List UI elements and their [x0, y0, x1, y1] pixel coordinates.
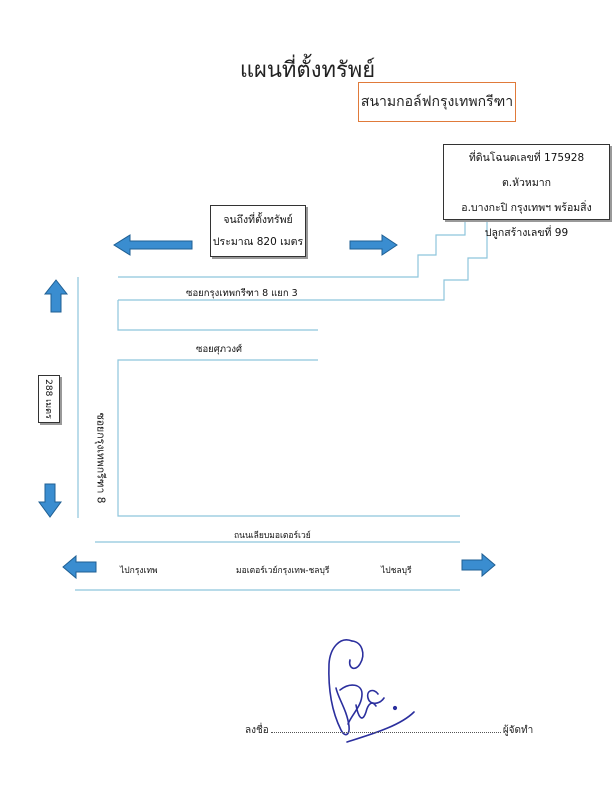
deed-line-1: ที่ดินโฉนดเลขที่ 175928 ต.หัวหมาก [468, 152, 585, 189]
distance-line-1: จนถึงที่ตั้งทรัพย์ [223, 214, 293, 226]
block-edge-a [117, 300, 318, 331]
soi-sukawong-edge [117, 359, 460, 517]
golf-course-label: สนามกอล์ฟกรุงเทพกรีฑา [358, 82, 516, 122]
arrow-down-left [38, 483, 62, 518]
distance-line-2: ประมาณ 820 เมตร [212, 236, 304, 248]
distance-box: จนถึงที่ตั้งทรัพย์ ประมาณ 820 เมตร [210, 205, 306, 257]
arrow-right-bottom [461, 552, 496, 578]
signature-mark [328, 639, 415, 743]
signature-line: ลงชื่อ ผู้จัดทำ [245, 722, 533, 738]
arrow-right-top [349, 234, 398, 256]
road-label-to-chonburi: ไปชลบุรี [381, 566, 412, 576]
arrow-left-bottom [62, 554, 97, 580]
page-title: แผนที่ตั้งทรัพย์ [239, 58, 376, 83]
upper-road-edge [118, 220, 466, 278]
property-deed-box: ที่ดินโฉนดเลขที่ 175928 ต.หัวหมาก อ.บางก… [443, 144, 610, 239]
road-lines [75, 220, 488, 591]
arrow-left-top [113, 234, 193, 256]
road-label-to-bangkok: ไปกรุงเทพ [120, 566, 158, 576]
road-label-frontage: ถนนเลียบมอเตอร์เวย์ [234, 531, 311, 541]
role-label: ผู้จัดทำ [502, 725, 534, 736]
deed-line-2: อ.บางกะปิ กรุงเทพฯ พร้อมสิ่ง [461, 202, 592, 214]
road-label-soi-sukawong: ซอยศุภวงศ์ [196, 344, 243, 355]
sign-label: ลงชื่อ [245, 725, 269, 736]
road-label-soi-8: ซอยกรุงเทพกรีฑา 8 [94, 412, 107, 504]
golf-course-text: สนามกอล์ฟกรุงเทพกรีฑา [360, 94, 514, 110]
road-label-motorway: มอเตอร์เวย์กรุงเทพ-ชลบุรี [236, 566, 330, 576]
length-box [38, 375, 60, 423]
road-label-soi-8-yaek-3: ซอยกรุงเทพกรีฑา 8 แยก 3 [186, 288, 298, 299]
direction-arrows [38, 234, 496, 580]
length-label: 288 เมตร [43, 379, 53, 419]
signature-dotted-line [270, 722, 501, 733]
soi-8-yaek-3-edge [118, 220, 488, 301]
deed-line-3: ปลูกสร้างเลขที่ 99 [484, 227, 569, 239]
arrow-up-left [43, 279, 69, 313]
